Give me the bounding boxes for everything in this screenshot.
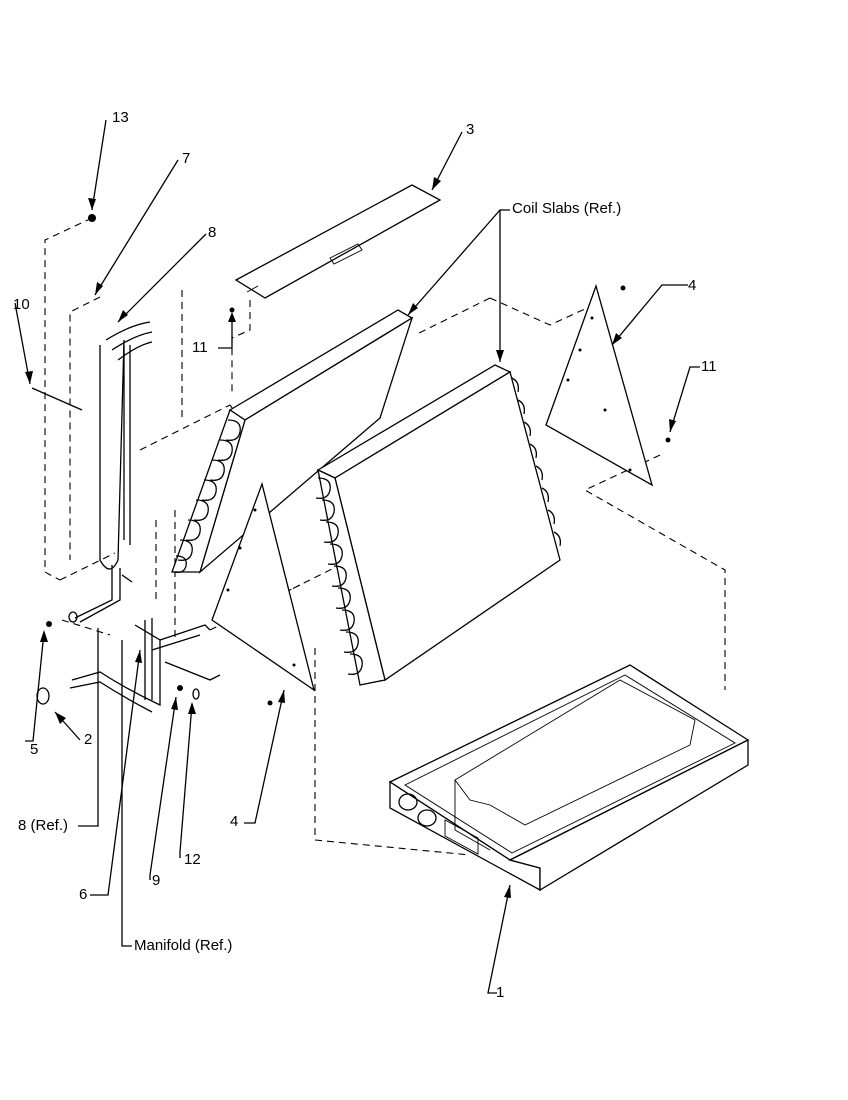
callout-manifold: Manifold (Ref.) [134, 937, 233, 954]
callout-12: 12 [184, 851, 201, 868]
callout-5: 5 [30, 741, 39, 758]
leader-lines [14, 119, 700, 994]
callout-11-upper: 11 [192, 339, 208, 356]
callout-3: 3 [466, 121, 475, 138]
callout-4-lower: 4 [230, 813, 239, 830]
manifold-tubing [36, 618, 221, 713]
left-coil-return-bends [173, 419, 241, 574]
callout-9: 9 [152, 872, 161, 889]
top-panel-part-3 [234, 184, 442, 299]
screws-part-11 [229, 285, 671, 706]
callout-11-right: 11 [701, 358, 717, 375]
drain-pan-part-1 [388, 664, 750, 892]
distributor-assembly [31, 214, 153, 623]
right-coil-slab [315, 364, 562, 686]
callout-2: 2 [84, 731, 93, 748]
callout-8-ref: 8 (Ref.) [18, 817, 69, 834]
callout-6: 6 [79, 886, 88, 903]
callout-10: 10 [13, 296, 30, 313]
callout-coil-slabs: Coil Slabs (Ref.) [512, 200, 622, 217]
right-coil-return-bends [315, 377, 562, 675]
side-plate-upper-part-4 [545, 283, 654, 487]
callout-8: 8 [208, 224, 217, 241]
callout-13: 13 [112, 109, 129, 126]
callout-4-upper: 4 [688, 277, 697, 294]
side-plate-lower-part-4 [211, 481, 316, 692]
callout-1: 1 [496, 984, 505, 1001]
callout-7: 7 [182, 150, 191, 167]
